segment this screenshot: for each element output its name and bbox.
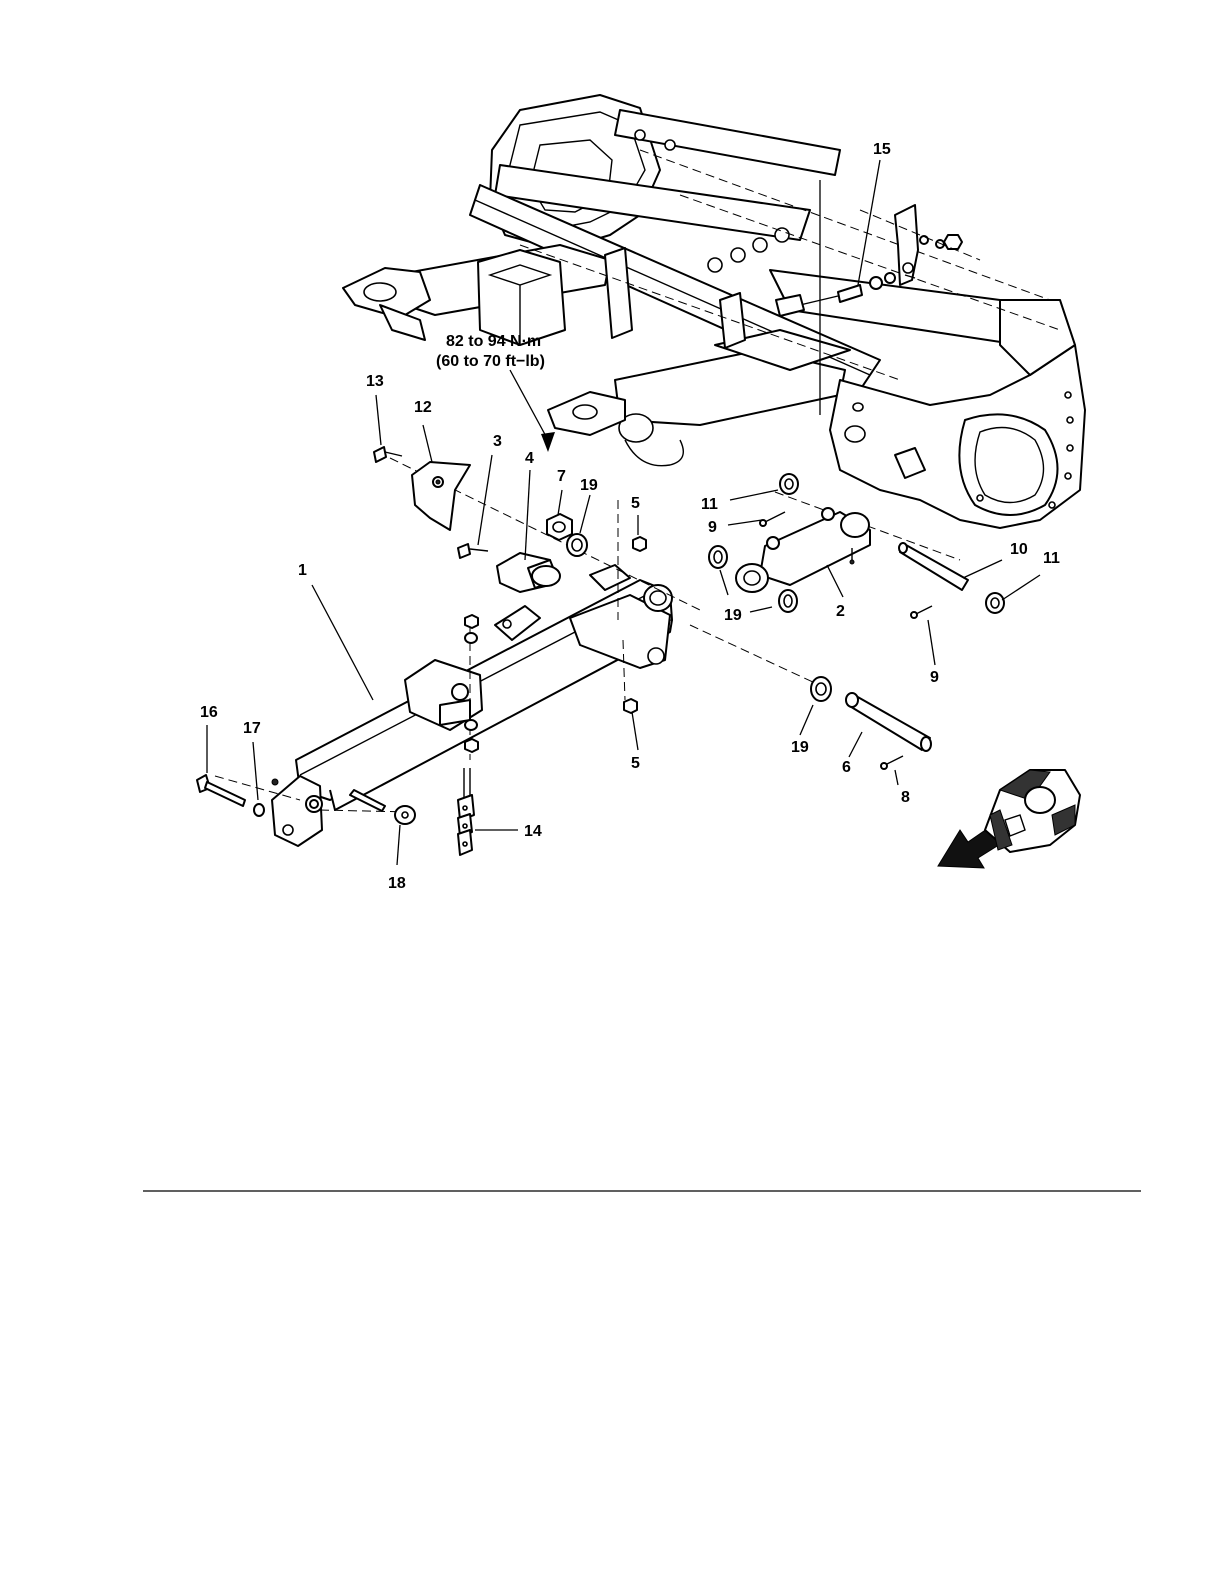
callout-9a: 9 <box>708 519 717 536</box>
part-3-bolt <box>458 544 488 558</box>
callout-13: 13 <box>366 373 384 390</box>
callout-2: 2 <box>836 603 845 620</box>
callout-5b: 5 <box>631 755 640 772</box>
part-8-cotter-pin <box>881 756 903 769</box>
callout-3: 3 <box>493 433 502 450</box>
part-17-lockwasher <box>254 804 264 816</box>
part-13-bolt <box>374 447 402 462</box>
callout-19b: 19 <box>724 607 742 624</box>
callout-7: 7 <box>557 468 566 485</box>
part-6-pin <box>846 693 931 751</box>
callout-12: 12 <box>414 399 432 416</box>
callout-10: 10 <box>1010 541 1028 558</box>
callout-11a: 11 <box>701 496 718 513</box>
callout-9b: 9 <box>930 669 939 686</box>
arrowhead-icon <box>541 432 555 452</box>
callout-11b: 11 <box>1043 550 1060 567</box>
callout-4: 4 <box>525 450 534 467</box>
callout-8: 8 <box>901 789 910 806</box>
part-7-nut <box>547 514 572 540</box>
callout-19c: 19 <box>791 739 809 756</box>
torque-line-2: (60 to 70 ft−lb) <box>436 353 545 370</box>
forward-arrow-icon <box>938 770 1080 868</box>
callout-18: 18 <box>388 875 406 892</box>
callout-6: 6 <box>842 759 851 776</box>
callout-15: 15 <box>873 141 891 158</box>
callout-1: 1 <box>298 562 307 579</box>
part-12-guard <box>412 462 470 530</box>
torque-line-1: 82 to 94 N·m <box>446 333 541 350</box>
part-16-bolt <box>197 775 245 806</box>
part-18-washer <box>350 790 415 824</box>
callout-19a: 19 <box>580 477 598 494</box>
callout-5a: 5 <box>631 495 640 512</box>
callout-17: 17 <box>243 720 261 737</box>
callout-14: 14 <box>524 823 542 840</box>
callout-16: 16 <box>200 704 218 721</box>
part-4-pivot-pin <box>497 553 560 592</box>
